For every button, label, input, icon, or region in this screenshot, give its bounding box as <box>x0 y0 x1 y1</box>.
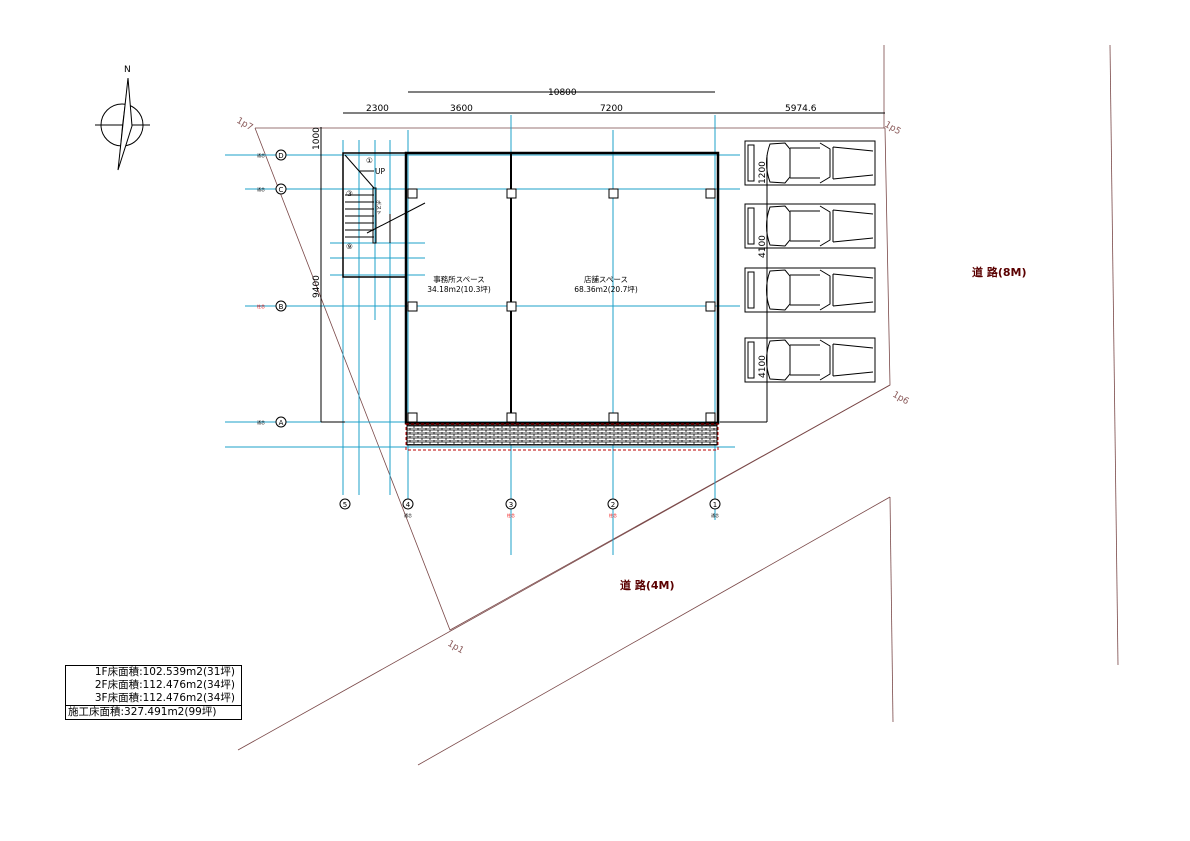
svg-text:C: C <box>279 186 284 194</box>
dimension-overall-width: 10800 <box>548 88 577 98</box>
room-area-office: 34.18m2(10.3坪) <box>427 285 491 294</box>
room-name-shop: 店舗スペース <box>584 274 628 284</box>
dimension-seg3: 7200 <box>600 104 623 114</box>
grid-bubble-col-1: 1 通芯 <box>709 498 721 518</box>
plot-point-p7: 1p7 <box>235 116 255 133</box>
grid-bubble-col-4: 4 通芯 <box>402 498 414 518</box>
floor-area-table: 1F床面積:102.539m2(31坪) 2F床面積:112.476m2(34坪… <box>65 665 242 720</box>
building-outline <box>342 151 720 451</box>
floor-area-1f: 1F床面積:102.539m2(31坪) <box>94 666 235 678</box>
property-lines <box>237 44 1119 766</box>
svg-text:3: 3 <box>509 501 513 509</box>
grid-bubble-col-3: 3 柱芯 <box>505 498 517 518</box>
grid-bubble-row-b: B 柱芯 <box>257 300 287 312</box>
floor-area-2f: 2F床面積:112.476m2(34坪) <box>94 679 235 691</box>
plot-point-p6: 1p6 <box>891 390 911 407</box>
svg-text:5: 5 <box>343 501 347 509</box>
svg-text:A: A <box>279 419 284 427</box>
floor-area-total: 施工床面積:327.491m2(99坪) <box>66 705 241 719</box>
dimension-seg2: 3600 <box>450 104 473 114</box>
grid-lines <box>225 115 740 555</box>
floor-area-3f: 3F床面積:112.476m2(34坪) <box>94 692 235 704</box>
columns <box>407 188 716 423</box>
dimension-left1: 1000 <box>312 127 322 150</box>
stair-step-1: ① <box>366 156 373 165</box>
stair-note: ボスト <box>375 200 382 215</box>
dimension-right3: 4100 <box>758 355 768 378</box>
svg-text:B: B <box>279 303 284 311</box>
svg-text:通芯: 通芯 <box>257 419 265 425</box>
dimension-right1: 1200 <box>758 161 768 184</box>
svg-text:通芯: 通芯 <box>404 512 412 518</box>
svg-text:柱芯: 柱芯 <box>609 512 617 518</box>
stair-step-9: ⑨ <box>346 242 353 251</box>
dimension-left2: 9400 <box>312 275 322 298</box>
svg-text:4: 4 <box>406 501 411 509</box>
svg-text:2: 2 <box>611 501 615 509</box>
svg-text:通芯: 通芯 <box>257 152 265 158</box>
room-area-shop: 68.36m2(20.7坪) <box>574 285 638 294</box>
stair <box>344 154 426 244</box>
room-name-office: 事務所スペース <box>433 274 485 284</box>
plot-point-p1: 1p1 <box>446 639 466 656</box>
parking-car-3 <box>744 267 876 313</box>
north-label: N <box>124 65 131 75</box>
svg-text:通芯: 通芯 <box>257 186 265 192</box>
stair-step-3: ③ <box>346 189 353 198</box>
svg-text:通芯: 通芯 <box>711 512 719 518</box>
grid-bubble-col-2: 2 柱芯 <box>607 498 619 518</box>
dimension-seg1: 2300 <box>366 104 389 114</box>
dimension-seg4: 5974.6 <box>785 104 817 114</box>
north-arrow-icon: N <box>95 65 150 171</box>
svg-text:D: D <box>278 152 283 160</box>
grid-bubble-col-5: 5 <box>339 498 351 510</box>
road-label-south: 道 路(4M) <box>620 578 674 592</box>
stair-up-label: UP <box>375 167 385 176</box>
grid-bubble-row-d: D 通芯 <box>257 149 287 161</box>
grid-bubble-row-c: C 通芯 <box>257 183 287 195</box>
svg-text:1: 1 <box>713 501 717 509</box>
svg-text:柱芯: 柱芯 <box>257 303 265 309</box>
dimension-right2: 4100 <box>758 235 768 258</box>
road-label-east: 道 路(8M) <box>972 265 1026 279</box>
grid-bubble-row-a: A 通芯 <box>257 416 287 428</box>
svg-text:柱芯: 柱芯 <box>507 512 515 518</box>
